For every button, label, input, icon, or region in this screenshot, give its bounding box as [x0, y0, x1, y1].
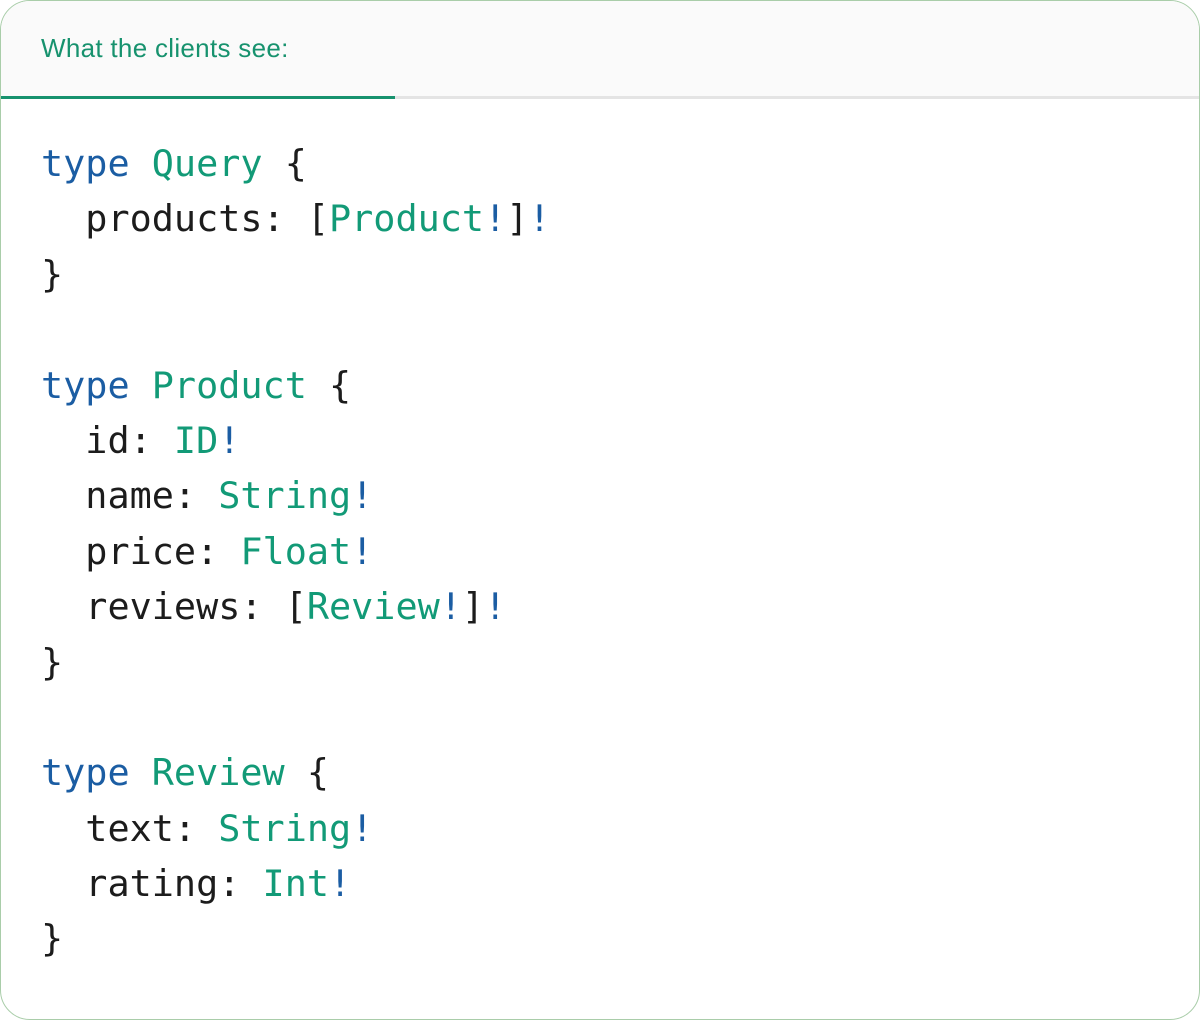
code-token: ! [351, 529, 374, 573]
code-token: } [41, 917, 64, 961]
code-line: } [41, 635, 1179, 690]
code-token: price: [41, 529, 241, 573]
code-token: Review [306, 585, 440, 629]
code-token [130, 142, 152, 185]
code-token: String [218, 806, 352, 850]
code-line: id: ID! [41, 413, 1179, 468]
code-line [41, 302, 1179, 357]
card-header: What the clients see: [1, 1, 1199, 96]
code-token: ! [351, 474, 374, 518]
code-token: ] [461, 585, 485, 629]
code-token [130, 364, 152, 407]
code-token: type [41, 142, 130, 185]
code-token: products: [ [41, 197, 329, 241]
code-token: { [306, 363, 352, 407]
active-tab-underline [1, 96, 395, 99]
code-token: ! [351, 806, 374, 850]
code-block: type Query { products: [Product!]!} type… [1, 96, 1199, 967]
code-token: ! [439, 585, 462, 629]
code-token: } [41, 640, 64, 684]
code-token: name: [41, 474, 219, 518]
code-token: reviews: [ [41, 585, 307, 629]
code-token: ! [528, 197, 551, 241]
code-token [130, 751, 152, 794]
code-line: reviews: [Review!]! [41, 579, 1179, 634]
code-token: ! [218, 418, 241, 462]
code-line [41, 690, 1179, 745]
tab-what-clients-see[interactable]: What the clients see: [41, 33, 289, 63]
code-line: type Query { [41, 136, 1179, 191]
code-token: ID [173, 418, 219, 462]
code-token: Review [151, 751, 285, 795]
code-token: text: [41, 806, 219, 850]
code-token: { [284, 751, 330, 795]
code-line: rating: Int! [41, 856, 1179, 911]
code-token: rating: [41, 862, 263, 906]
code-token: } [41, 252, 64, 296]
tab-divider [1, 96, 1199, 99]
code-line: } [41, 247, 1179, 302]
code-line: type Product { [41, 358, 1179, 413]
code-token: id: [41, 418, 174, 462]
code-token: type [41, 363, 130, 407]
code-token: Product [151, 363, 307, 407]
code-line: } [41, 911, 1179, 966]
code-token: Product [329, 197, 485, 241]
code-line: products: [Product!]! [41, 191, 1179, 246]
code-token: ! [484, 197, 507, 241]
code-token: type [41, 751, 130, 795]
code-token: Int [262, 862, 330, 906]
code-line: name: String! [41, 468, 1179, 523]
code-token: ! [484, 585, 507, 629]
code-line: text: String! [41, 801, 1179, 856]
code-token: { [262, 142, 307, 185]
code-line: type Review { [41, 745, 1179, 800]
code-line: price: Float! [41, 524, 1179, 579]
code-token: Query [151, 142, 263, 185]
code-token: ! [329, 862, 352, 906]
code-token: String [218, 474, 352, 518]
code-token: ] [506, 197, 529, 241]
code-token: Float [240, 529, 352, 573]
